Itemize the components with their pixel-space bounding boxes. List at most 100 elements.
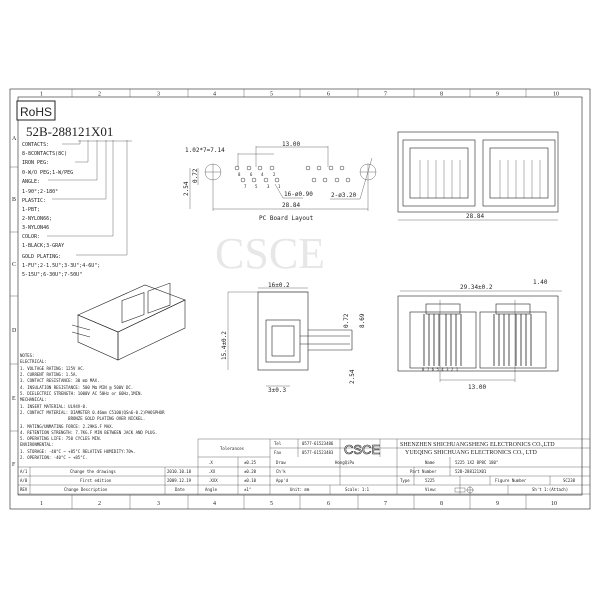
dim-side-0-72: 0.72 (343, 313, 350, 328)
drawing-text: BRONZE GOLD PLATING OVER NICKEL. (20, 416, 145, 421)
drawing-text: ±0.10 (244, 478, 257, 483)
drawing-text: A/1 (20, 469, 28, 474)
part-number: 52B-288121X01 (455, 469, 487, 474)
dim-3: 3±0.3 (268, 387, 286, 394)
drawing-text: 1 (278, 184, 281, 189)
drawing-text: ENVIRONMENTAL: (20, 442, 54, 447)
drawing-text: 0-W/O PEG;1-W/PEG (22, 170, 73, 176)
col-9-bottom: 9 (496, 501, 499, 507)
drawing-text: REV (20, 487, 28, 492)
drawing-text: Angle (205, 487, 218, 492)
drawing-text: CONTACTS: (22, 142, 49, 148)
dim-pin-holes: 16-ø0.90 (284, 191, 313, 198)
drawing-text: 1-BLACK;3-GRAY (22, 243, 64, 249)
rohs-badge (16, 100, 56, 121)
dim-side-2-54: 2.54 (349, 369, 356, 384)
col-4-bottom: 4 (213, 501, 216, 507)
col-4: 4 (213, 92, 216, 98)
drawing-text: Ch'k (276, 469, 286, 474)
drawing-text: ANGLE: (22, 179, 40, 185)
drawing-text: 5225 (425, 478, 435, 483)
projection-symbol-icon (454, 486, 474, 494)
row-d: D (12, 328, 17, 334)
col-9: 9 (496, 92, 499, 98)
col-2-bottom: 2 (98, 501, 101, 507)
drawing-text: Sh't 1:(Attach) (532, 487, 568, 492)
drawing-text: 2 (273, 172, 276, 177)
drawing-text: 1-FU";2-1.5U";3-3U";4-6U"; (22, 263, 100, 269)
col-5: 5 (270, 92, 273, 98)
column-markers: 1 2 3 4 5 6 7 8 9 10 1 2 3 4 5 6 7 8 9 1… (10, 89, 559, 509)
drawing-text: 2-NYLON66; (22, 216, 52, 222)
col-8: 8 (440, 92, 443, 98)
fax-number: 0577-61523483 (302, 450, 334, 455)
drawing-text: .XXX (208, 478, 218, 483)
drawing-text: App'd (276, 478, 289, 483)
drawing-text: 1-PBT; (22, 207, 40, 213)
csce-logo: CSCE (344, 442, 380, 457)
col-5-bottom: 5 (270, 501, 273, 507)
drawing-text: 3 (267, 184, 270, 189)
drawing-text: 2. CURRENT RATING: 1.5A. (20, 372, 78, 377)
drawing-text: GOLD PLATING: (22, 254, 61, 260)
drawing-text: PLASTIC: (22, 198, 46, 204)
dim-13: 13.00 (282, 141, 300, 148)
drawing-text: Tel (274, 441, 282, 446)
dim-1-40: 1.40 (533, 279, 548, 286)
drawing-text: 2. CONTACT MATERIAL: DIAMETER 0.46mm C51… (20, 410, 165, 415)
isometric-view (71, 282, 186, 361)
row-f: F (12, 462, 16, 468)
drawing-text: 4 (261, 172, 264, 177)
drawing-text: Fax (274, 450, 282, 455)
dim-8-69: 8.69 (359, 313, 366, 328)
dim-front-13: 13.00 (468, 384, 486, 391)
col-3-bottom: 3 (157, 501, 160, 507)
drawing-text: ±0.20 (244, 469, 257, 474)
drawing-text: ±1° (244, 487, 251, 492)
drawing-text: ELECTRICAL: (20, 359, 47, 364)
drawing-text: 3. CONTACT RESISTANCE: 30 mΩ MAX. (20, 378, 99, 383)
drawing-text: 3-NYLON46 (22, 225, 49, 231)
drawing-text: 1. VOLTAGE RATING: 125V AC. (20, 366, 85, 371)
drawing-text: 3. MATING/UNMATING FORCE: 2.29KG.F MAX. (20, 424, 114, 429)
col-2: 2 (98, 92, 101, 98)
col-7-bottom: 7 (384, 501, 387, 507)
drawing-text: View: (425, 487, 437, 492)
drawing-text: 2009.12.19 (167, 478, 192, 483)
drawing-text: 1. INSERT MATERIAL: UL94V-0. (20, 404, 87, 409)
dim-29-34: 29.34±0.2 (460, 284, 493, 291)
dim-top-28-84: 28.84 (466, 213, 484, 220)
pin-numbers: 8 7 6 5 4 3 2 1 (422, 367, 459, 372)
drawing-text: 6 (250, 172, 253, 177)
dim-peg-holes: 2-ø3.20 (331, 192, 357, 199)
drawing-text: NOTES: (20, 353, 34, 358)
pcb-layout-title: PC Board Layout (259, 215, 314, 222)
drawing-text: 1-90°;2-180° (22, 189, 58, 195)
col-6-bottom: 6 (327, 501, 330, 507)
drawing-text: 2. OPERATION: -40°C ~ +85°C. (20, 455, 87, 460)
drawing-text: SC238 (563, 478, 576, 483)
drawing-text: Figure Number (495, 478, 527, 483)
row-a: A (12, 136, 17, 142)
col-8-bottom: 8 (440, 501, 443, 507)
company-name-2: YUEQING SHICHUANG ELECTRONICS CO., LTD (405, 450, 537, 456)
watermark: CSCE (215, 229, 325, 278)
drawing-text: 8 (238, 172, 241, 177)
drawing-text: 4. INSULATION RESISTANCE: 500 MΩ MIN @ 5… (20, 385, 133, 390)
drawing-text: 5-15U";6-30U";7-50U" (22, 272, 82, 278)
drawing-text: .XX (208, 469, 216, 474)
front-view: 29.34±0.2 1.40 13.00 8 7 6 5 4 3 2 1 (397, 279, 562, 391)
col-7: 7 (384, 92, 387, 98)
drawing-text: COLOR: (22, 234, 40, 240)
drawing-text: Part Number (410, 469, 437, 474)
drawing-text: 5. DIELECTRIC STRENGTH: 1000V AC 50Hz or… (20, 391, 143, 396)
row-e: E (12, 396, 16, 402)
top-view: 28.84 (397, 131, 559, 221)
drawn-by: HongQiPu (335, 460, 355, 465)
col-6: 6 (327, 92, 330, 98)
drawing-text: 1. STORAGE: -40°C ~ +85°C RELATIVE HUMID… (20, 449, 136, 454)
tel-number: 0577-61523486 (302, 441, 334, 446)
drawing-text: First edition (80, 478, 112, 483)
